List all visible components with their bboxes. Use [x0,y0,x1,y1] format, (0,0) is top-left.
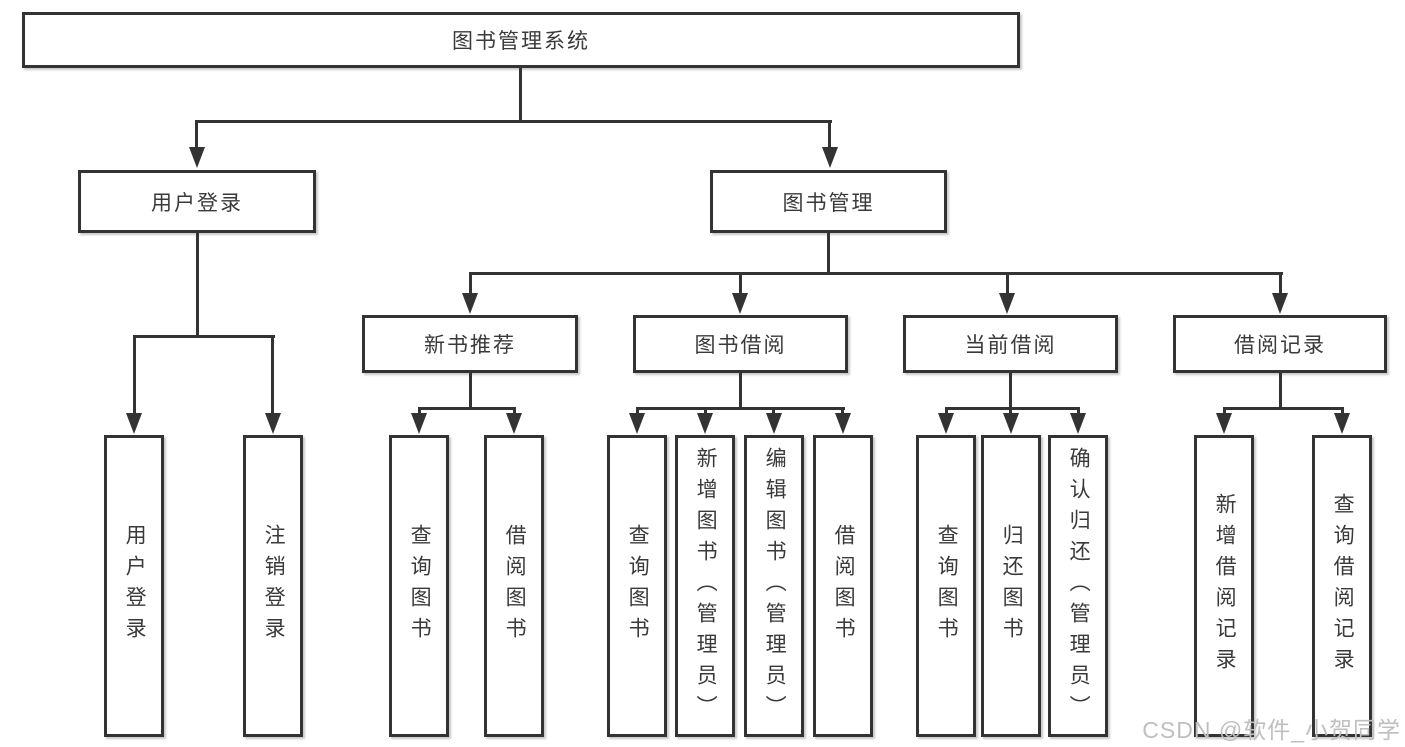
connector-line [1077,407,1080,415]
leaf-label: 新增图书（管理员） [694,446,718,726]
arrow-down-icon [629,413,645,434]
leaf-user-login: 用户登录 [104,435,164,737]
node-label: 用户登录 [151,191,243,215]
arrow-down-icon [126,413,142,434]
connector-line [828,120,831,148]
leaf-borrow-books-borrowing: 借阅图书 [813,435,873,737]
node-book-borrowing: 图书借阅 [633,315,848,373]
connector-line [1279,272,1282,294]
arrow-down-icon [822,147,838,168]
node-label: 新书推荐 [424,334,516,357]
connector-line [196,233,199,335]
connector-line [945,407,1080,410]
arrow-down-icon [189,147,205,168]
connector-line [827,233,830,272]
leaf-return-books: 归还图书 [981,435,1041,737]
arrow-down-icon [1272,293,1288,314]
connector-line [1341,407,1344,415]
connector-line [1006,272,1009,294]
node-borrowing-records: 借阅记录 [1173,315,1387,373]
leaf-label: 编辑图书（管理员） [763,446,787,726]
node-current-borrowing: 当前借阅 [903,315,1118,373]
connector-line [1223,407,1226,415]
arrow-down-icon [938,413,954,434]
leaf-label: 归还图书 [1000,524,1024,648]
connector-line [841,407,844,415]
connector-line [519,68,522,120]
connector-line [1009,373,1012,407]
leaf-query-borrow-record: 查询借阅记录 [1312,435,1372,737]
node-label: 借阅记录 [1234,334,1326,357]
leaf-borrow-books-recommend: 借阅图书 [484,435,544,737]
csdn-watermark: CSDN @软件_小贺同学 [1142,717,1401,743]
connector-line [739,272,742,294]
leaf-label: 查询图书 [408,524,432,648]
leaf-confirm-return-admin: 确认归还（管理员） [1048,435,1108,737]
leaf-label: 确认归还（管理员） [1067,446,1091,726]
node-label: 当前借阅 [964,334,1057,357]
connector-line [636,407,639,415]
leaf-query-books-recommend: 查询图书 [389,435,449,737]
leaf-add-book-admin: 新增图书（管理员） [675,435,735,737]
leaf-logout: 注销登录 [243,435,303,737]
connector-line [1279,373,1282,407]
connector-line [1223,407,1344,410]
connector-line [772,407,775,415]
connector-line [133,335,136,414]
connector-line [195,120,198,148]
connector-line [469,272,1283,275]
arrow-down-icon [999,293,1015,314]
leaf-label: 借阅图书 [503,524,527,648]
leaf-label: 借阅图书 [832,524,856,648]
arrow-down-icon [835,413,851,434]
leaf-label: 新增借阅记录 [1213,493,1237,679]
arrow-down-icon [766,413,782,434]
arrow-down-icon [1216,413,1232,434]
node-label: 图书借阅 [694,334,787,357]
connector-line [271,335,274,414]
connector-line [195,120,832,123]
connector-line [513,407,516,415]
arrow-down-icon [732,293,748,314]
leaf-query-books-borrowing: 查询图书 [607,435,667,737]
connector-line [945,407,948,415]
connector-line [704,407,707,415]
arrow-down-icon [1003,413,1019,434]
leaf-label: 查询图书 [935,524,959,648]
arrow-down-icon [1334,413,1350,434]
leaf-label: 查询图书 [626,524,650,648]
arrow-down-icon [697,413,713,434]
connector-line [636,407,845,410]
arrow-down-icon [411,413,427,434]
node-book-management: 图书管理 [710,170,947,233]
arrow-down-icon [462,293,478,314]
node-library-system: 图书管理系统 [22,12,1020,68]
arrow-down-icon [1070,413,1086,434]
arrow-down-icon [506,413,522,434]
leaf-add-borrow-record: 新增借阅记录 [1194,435,1254,737]
node-label: 图书管理系统 [452,30,590,53]
connector-line [418,407,516,410]
node-label: 图书管理 [782,191,875,215]
connector-line [469,272,472,294]
leaf-edit-book-admin: 编辑图书（管理员） [744,435,804,737]
connector-line [1009,407,1012,415]
node-user-login: 用户登录 [78,170,316,233]
leaf-query-books-current: 查询图书 [916,435,976,737]
connector-line [469,373,472,407]
connector-line [133,335,275,338]
leaf-label: 用户登录 [123,524,147,648]
connector-line [739,373,742,407]
connector-line [418,407,421,415]
arrow-down-icon [265,413,281,434]
leaf-label: 查询借阅记录 [1331,493,1355,679]
node-new-book-recommend: 新书推荐 [362,315,578,373]
leaf-label: 注销登录 [262,524,286,648]
